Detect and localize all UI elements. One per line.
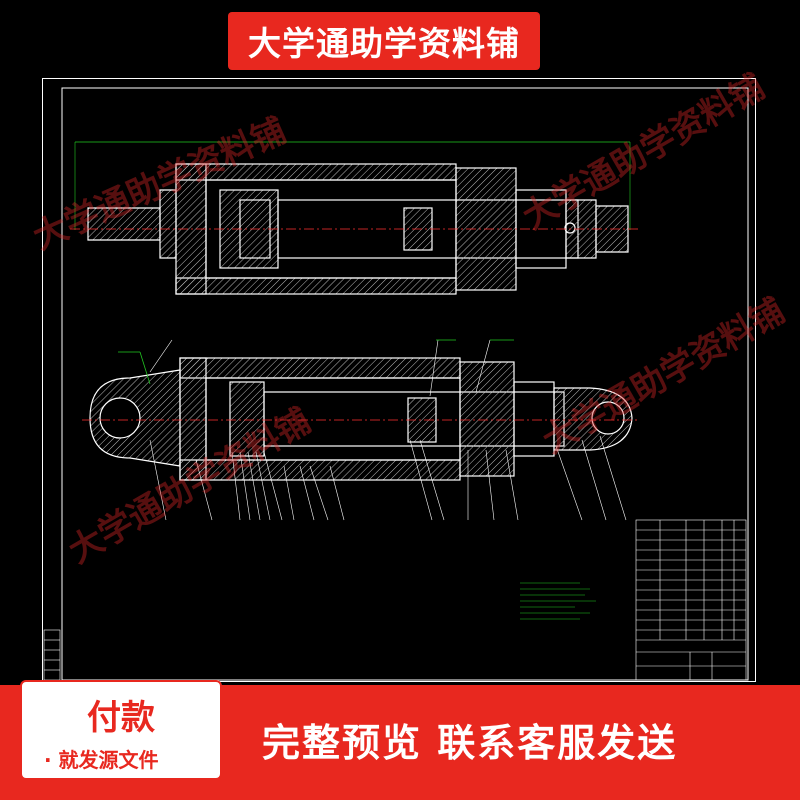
payment-badge[interactable]: 付款 · 就发源文件 xyxy=(20,680,222,780)
drawing-border xyxy=(42,78,756,682)
revision-block xyxy=(43,629,61,681)
store-name: 大学通助学资料铺 xyxy=(248,24,520,63)
contact-message: 完整预览 联系客服发送 xyxy=(262,721,678,765)
bottom-view-cylinder xyxy=(89,357,633,481)
part-leaders xyxy=(149,339,627,521)
technical-notes xyxy=(520,582,596,620)
store-banner: 大学通助学资料铺 xyxy=(228,12,540,70)
parts-list xyxy=(635,519,747,681)
payment-title: 付款 xyxy=(87,698,155,738)
barrel-bottom-wall xyxy=(175,277,457,295)
payment-subtitle: · 就发源文件 xyxy=(44,748,159,772)
inner-frame xyxy=(61,87,749,681)
green-callouts xyxy=(118,339,514,385)
